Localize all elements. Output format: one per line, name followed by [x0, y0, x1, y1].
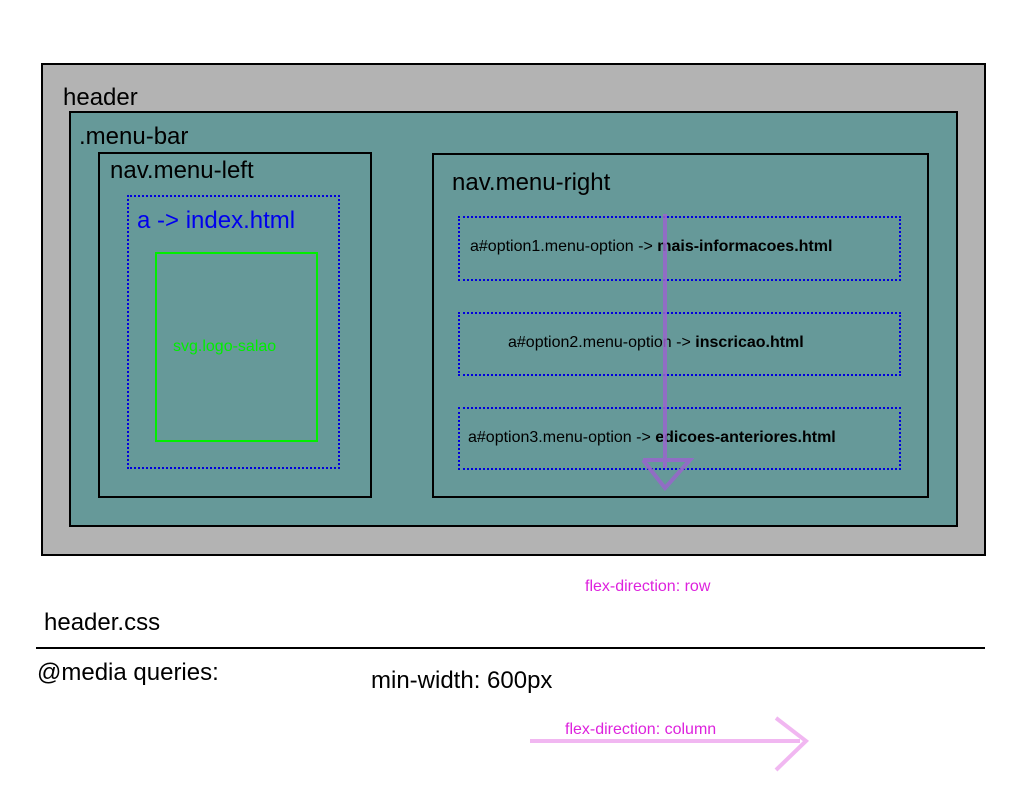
option1-label: a#option1.menu-option -> mais-informacoe…: [470, 238, 833, 255]
flex-row-annotation: flex-direction: row: [585, 578, 711, 595]
min-width-label: min-width: 600px: [371, 667, 553, 694]
index-anchor-box: [127, 195, 340, 469]
media-queries-label: @media queries:: [37, 659, 219, 686]
menu-right-box: [432, 153, 929, 498]
option2-box: [458, 312, 901, 376]
index-anchor-label: a -> index.html: [137, 207, 296, 234]
option3-label: a#option3.menu-option -> edicoes-anterio…: [468, 429, 836, 446]
menu-left-box: [98, 152, 372, 498]
menu-right-label: nav.menu-right: [452, 169, 611, 196]
flex-column-annotation: flex-direction: column: [565, 721, 717, 738]
logo-svg-box: [155, 252, 318, 442]
option2-label: a#option2.menu-option -> inscricao.html: [508, 334, 804, 351]
logo-svg-label: svg.logo-salao: [173, 338, 277, 355]
column-arrow-icon: [641, 214, 695, 492]
divider-line: [36, 647, 985, 649]
header-label: header: [63, 84, 138, 111]
option1-box: [458, 216, 901, 281]
row-arrow-icon: [530, 716, 810, 772]
css-file-label: header.css: [44, 609, 161, 636]
menu-left-label: nav.menu-left: [110, 157, 254, 184]
menu-bar-box: [69, 111, 958, 527]
menu-bar-label: .menu-bar: [79, 123, 189, 150]
